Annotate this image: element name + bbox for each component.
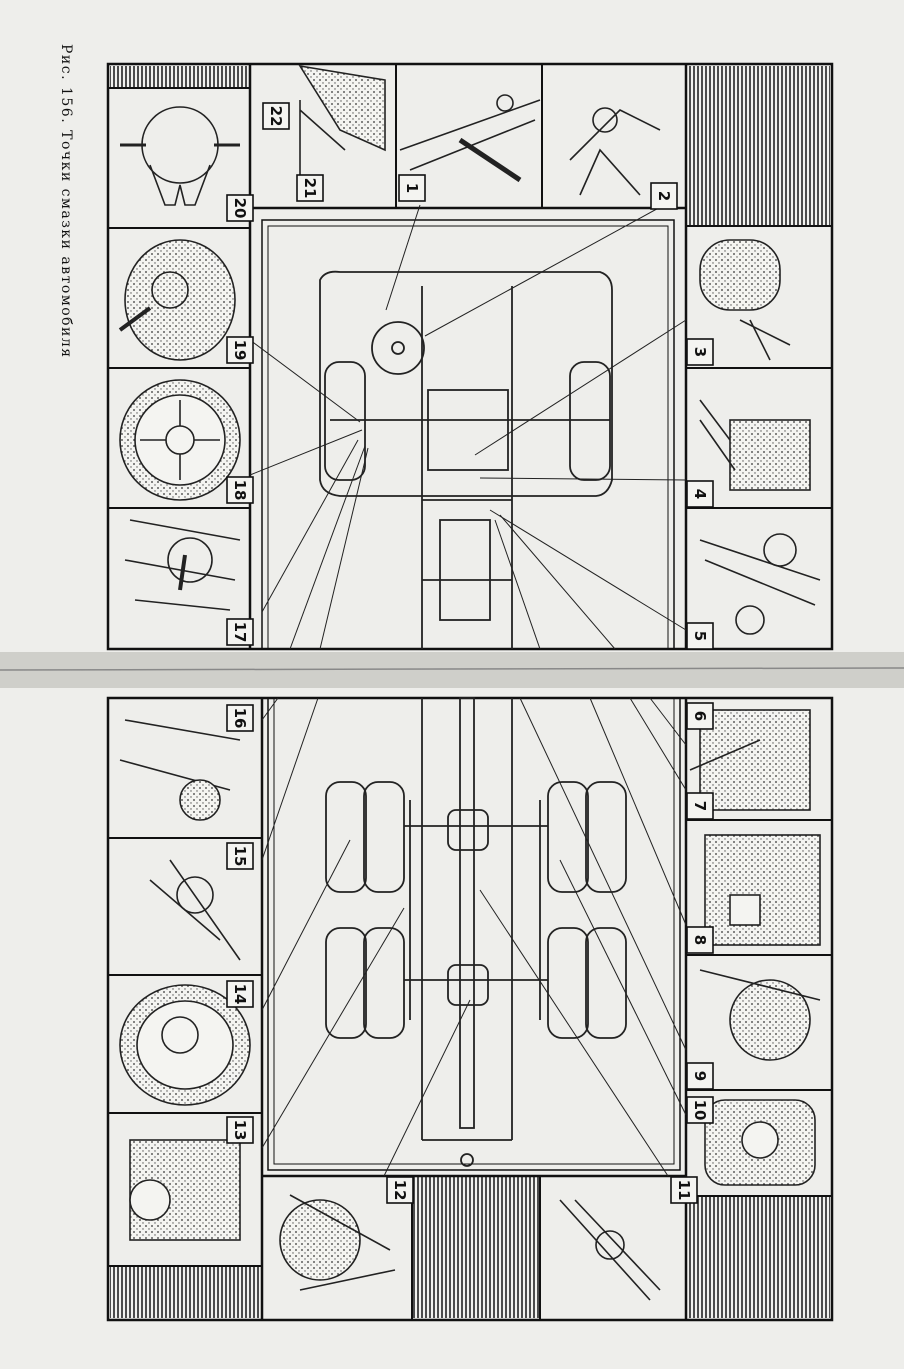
callout-label: 3	[691, 347, 709, 357]
callout-18: 18	[226, 476, 254, 504]
callout-label: 14	[231, 984, 249, 1005]
callout-label: 10	[691, 1100, 709, 1121]
callout-label: 22	[267, 106, 285, 127]
rear-chassis	[325, 697, 627, 1167]
callout-8: 8	[686, 926, 714, 954]
callout-2: 2	[650, 182, 678, 210]
callout-4: 4	[686, 480, 714, 508]
callout-label: 6	[691, 711, 709, 721]
callout-label: 21	[301, 178, 319, 199]
callout-label: 7	[691, 801, 709, 811]
callout-label: 16	[231, 708, 249, 729]
callout-11: 11	[670, 1176, 698, 1204]
bottom-half	[106, 696, 834, 1322]
leader-lines-bottom	[261, 697, 687, 1177]
callout-label: 5	[691, 631, 709, 641]
callout-label: 13	[231, 1120, 249, 1141]
callout-label: 18	[231, 480, 249, 501]
detail-sketches-top	[118, 64, 821, 635]
callout-1: 1	[398, 174, 426, 202]
front-chassis	[319, 270, 613, 649]
callout-label: 9	[691, 1071, 709, 1081]
callout-label: 19	[231, 340, 249, 361]
callout-14: 14	[226, 980, 254, 1008]
callout-22: 22	[262, 102, 290, 130]
callout-label: 20	[231, 198, 249, 219]
callout-6: 6	[686, 702, 714, 730]
callout-15: 15	[226, 842, 254, 870]
callout-13: 13	[226, 1116, 254, 1144]
callout-label: 1	[403, 183, 421, 193]
callout-label: 4	[691, 489, 709, 499]
callout-label: 11	[675, 1180, 693, 1201]
callout-3: 3	[686, 338, 714, 366]
callout-21: 21	[296, 174, 324, 202]
callout-17: 17	[226, 618, 254, 646]
callout-7: 7	[686, 792, 714, 820]
callout-19: 19	[226, 336, 254, 364]
callout-20: 20	[226, 194, 254, 222]
callout-5: 5	[686, 622, 714, 650]
leader-lines-top	[249, 204, 687, 650]
callout-label: 15	[231, 846, 249, 867]
callout-16: 16	[226, 704, 254, 732]
figure-caption: Рис. 156. Точки смазки автомобиля	[58, 44, 74, 359]
detail-sketches-bottom	[119, 709, 821, 1301]
callout-label: 2	[655, 191, 673, 201]
top-half	[106, 62, 834, 651]
callout-12: 12	[386, 1176, 414, 1204]
callout-10: 10	[686, 1096, 714, 1124]
callout-label: 12	[391, 1180, 409, 1201]
callout-label: 8	[691, 935, 709, 945]
callout-label: 17	[231, 622, 249, 643]
callout-9: 9	[686, 1062, 714, 1090]
